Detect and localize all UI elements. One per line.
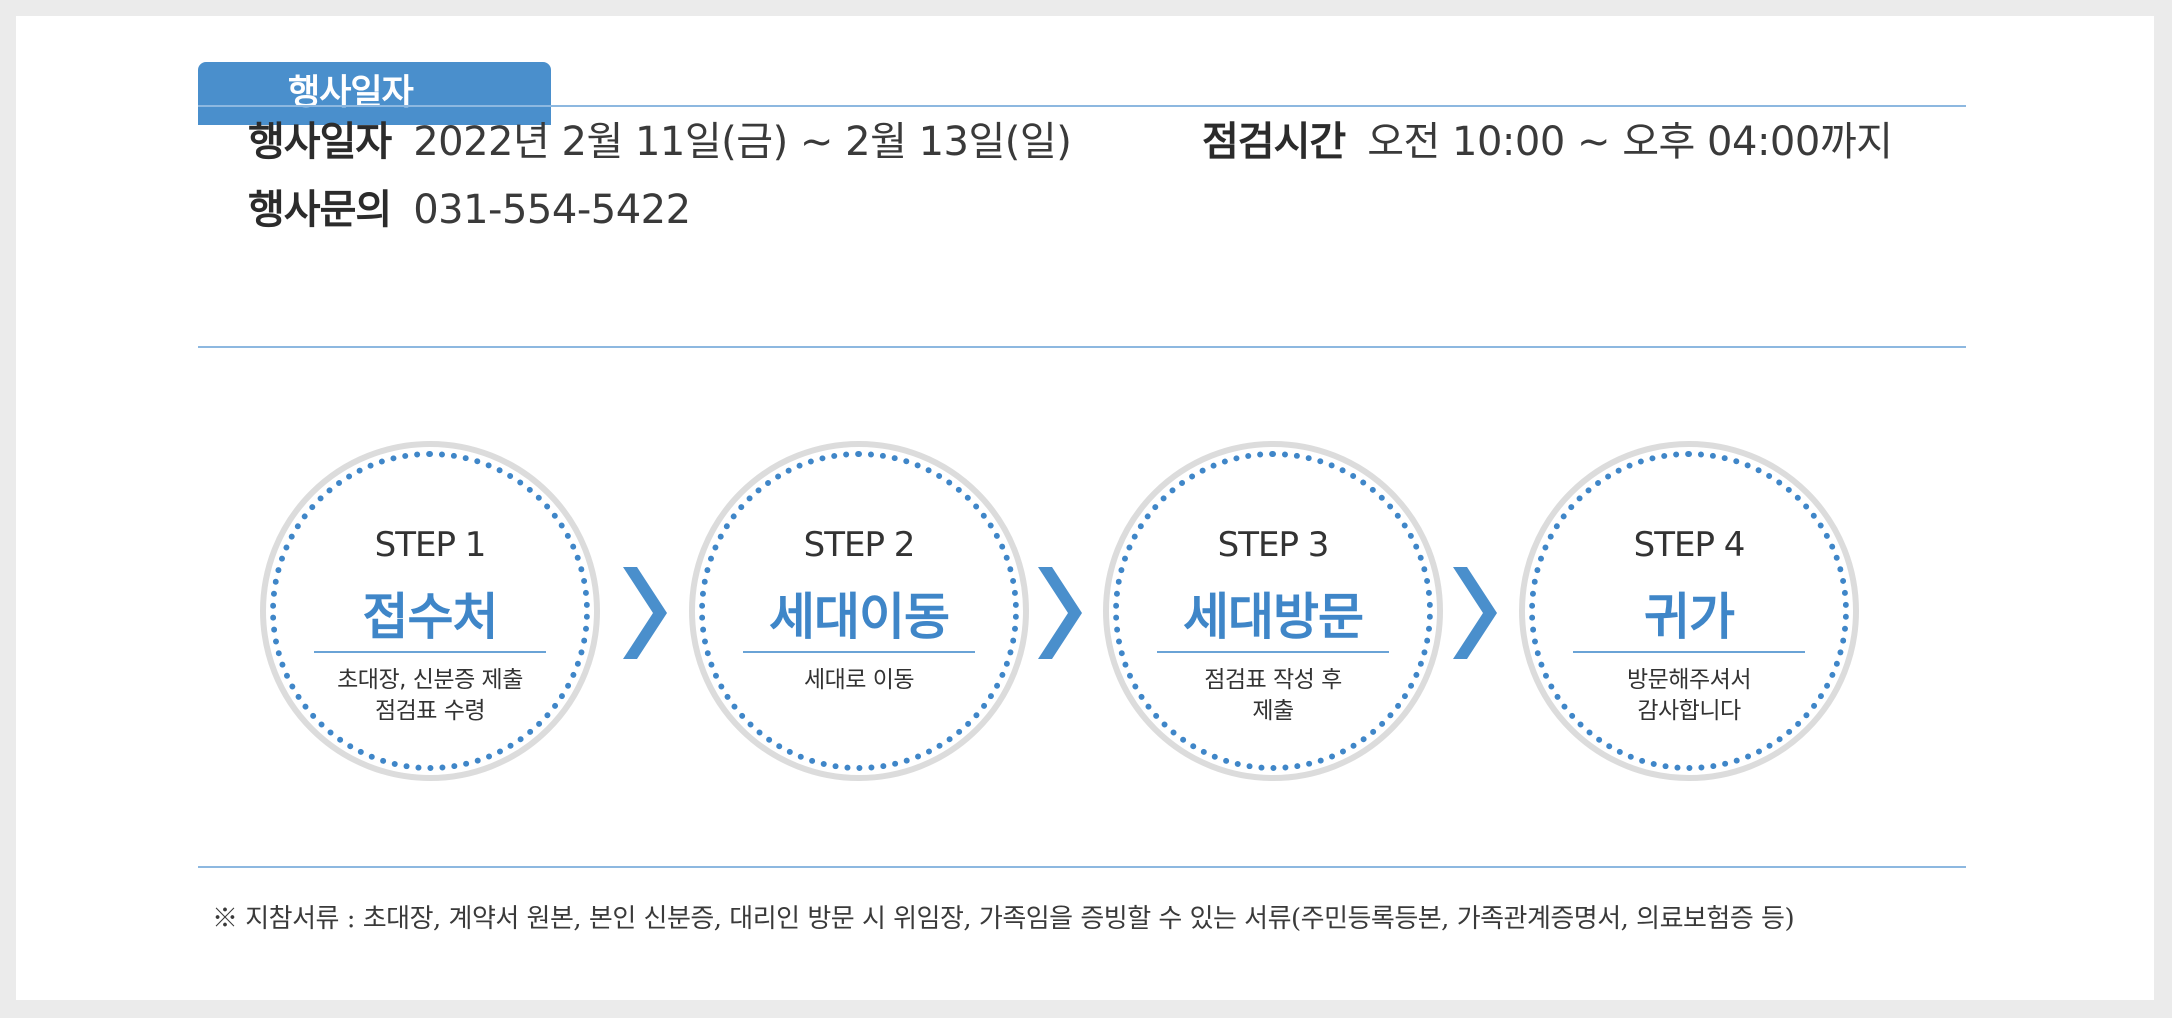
step-1-description: 초대장, 신분증 제출 점검표 수령 [266,665,594,727]
step-1-description-line-1: 초대장, 신분증 제출 [337,667,523,693]
info-contact-label: 행사문의 [248,187,392,233]
step-3-description-line-1: 점검표 작성 후 [1204,667,1342,693]
info-time-value: 오전 10:00 ~ 오후 04:00까지 [1367,119,1893,165]
step-1-divider [314,651,546,653]
step-4-number: STEP 4 [1633,525,1746,565]
step-1-description-line-2: 점검표 수령 [374,698,486,724]
info-date-label: 행사일자 [248,119,392,165]
step-1-title: 접수처 [362,588,499,646]
section-divider-top [198,105,1966,107]
step-3: STEP 3 세대방문 점검표 작성 후 제출 [1103,441,1443,781]
step-4-description: 방문해주셔서 감사합니다 [1525,665,1853,727]
info-contact-value: 031-554-5422 [413,187,691,233]
step-3-title: 세대방문 [1183,588,1364,646]
step-1: STEP 1 접수처 초대장, 신분증 제출 점검표 수령 [260,441,600,781]
step-4-divider [1573,651,1805,653]
step-2-title: 세대이동 [769,588,950,646]
chevron-right-icon [623,567,667,659]
step-4-title: 귀가 [1644,588,1735,646]
info-date-row: 행사일자 2022년 2월 11일(금) ~ 2월 13일(일) [248,118,1072,166]
section-divider-bottom [198,866,1966,868]
required-documents-note: ※ 지참서류 : 초대장, 계약서 원본, 본인 신분증, 대리인 방문 시 위… [212,904,1795,934]
step-3-dotted-ring [1113,451,1433,771]
info-date-value: 2022년 2월 11일(금) ~ 2월 13일(일) [413,119,1072,165]
step-2-description-line-1: 세대로 이동 [803,667,915,693]
step-4-description-line-1: 방문해주셔서 [1627,667,1751,693]
step-1-number: STEP 1 [374,525,487,565]
steps-flow: STEP 1 접수처 초대장, 신분증 제출 점검표 수령 STEP 2 세대이… [16,16,2154,1000]
chevron-right-icon [1453,567,1497,659]
step-4: STEP 4 귀가 방문해주셔서 감사합니다 [1519,441,1859,781]
step-2-dotted-ring [699,451,1019,771]
step-4-description-line-2: 감사합니다 [1637,698,1741,724]
step-2-description: 세대로 이동 [695,665,1023,696]
step-3-divider [1157,651,1389,653]
step-1-dotted-ring [270,451,590,771]
step-3-number: STEP 3 [1217,525,1330,565]
step-2: STEP 2 세대이동 세대로 이동 [689,441,1029,781]
step-3-description-line-2: 제출 [1252,698,1294,724]
info-contact-row: 행사문의 031-554-5422 [248,186,691,234]
info-time-label: 점검시간 [1202,119,1346,165]
chevron-right-icon [1038,567,1082,659]
step-3-description: 점검표 작성 후 제출 [1109,665,1437,727]
info-time-row: 점검시간 오전 10:00 ~ 오후 04:00까지 [1202,118,1893,166]
step-2-divider [743,651,975,653]
section-tab: 행사일자 [198,62,551,125]
step-4-dotted-ring [1529,451,1849,771]
step-2-number: STEP 2 [803,525,916,565]
section-divider-middle [198,346,1966,348]
